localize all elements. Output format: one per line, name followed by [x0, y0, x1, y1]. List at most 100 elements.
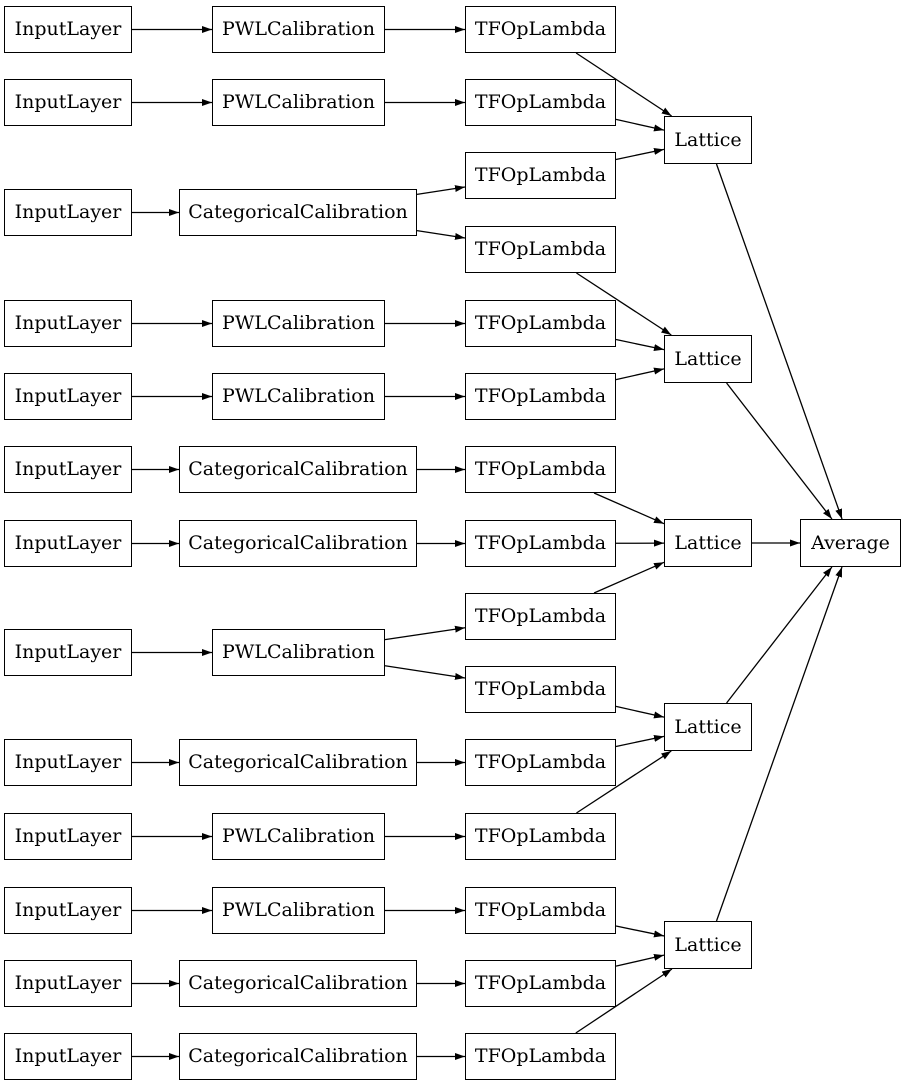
node-tfop-lambda: TFOpLambda	[465, 78, 616, 126]
node-label: PWLCalibration	[222, 640, 375, 663]
edge-tf14-to-lat5	[615, 953, 665, 967]
edge-tf10-to-lat4	[615, 705, 665, 719]
node-label: InputLayer	[14, 311, 122, 334]
node-pwl-calibration: PWLCalibration	[212, 628, 385, 676]
node-categorical-calibration: CategoricalCalibration	[179, 445, 417, 493]
node-label: CategoricalCalibration	[188, 1044, 408, 1067]
node-average: Average	[800, 519, 901, 567]
node-label: InputLayer	[14, 200, 122, 223]
node-pwl-calibration: PWLCalibration	[212, 299, 385, 347]
node-tfop-lambda: TFOpLambda	[465, 519, 616, 567]
node-label: TFOpLambda	[474, 1044, 607, 1067]
node-categorical-calibration: CategoricalCalibration	[179, 519, 417, 567]
node-label: TFOpLambda	[474, 604, 607, 627]
node-lattice: Lattice	[664, 519, 752, 567]
edge-tf12-to-lat4	[576, 750, 672, 814]
node-input-layer: InputLayer	[4, 738, 132, 786]
edge-cal3-to-tf4	[416, 230, 466, 240]
node-label: Lattice	[674, 715, 742, 738]
node-input-layer: InputLayer	[4, 519, 132, 567]
node-label: InputLayer	[14, 898, 122, 921]
node-pwl-calibration: PWLCalibration	[212, 886, 385, 934]
node-label: CategoricalCalibration	[188, 531, 408, 554]
node-label: InputLayer	[14, 384, 122, 407]
node-label: CategoricalCalibration	[188, 457, 408, 480]
edge-tf5-to-lat2	[615, 338, 665, 352]
edge-tf2-to-lat1	[615, 118, 665, 132]
edge-tf9-to-lat3	[593, 561, 665, 594]
node-label: CategoricalCalibration	[188, 971, 408, 994]
node-input-layer: InputLayer	[4, 299, 132, 347]
node-categorical-calibration: CategoricalCalibration	[179, 738, 417, 786]
edge-lat5-to-avg	[715, 566, 843, 922]
edge-lat4-to-avg	[726, 566, 833, 704]
edge-tf15-to-lat5	[575, 968, 673, 1034]
node-label: TFOpLambda	[474, 971, 607, 994]
edge-cal8-to-tf9	[384, 625, 466, 641]
node-label: InputLayer	[14, 90, 122, 113]
node-label: Lattice	[674, 128, 742, 151]
edge-cal3-to-tf3	[416, 185, 466, 195]
node-lattice: Lattice	[664, 116, 752, 164]
node-label: Average	[811, 531, 890, 554]
node-tfop-lambda: TFOpLambda	[465, 812, 616, 860]
node-label: InputLayer	[14, 1044, 122, 1067]
node-input-layer: InputLayer	[4, 628, 132, 676]
node-tfop-lambda: TFOpLambda	[465, 1032, 616, 1080]
node-label: Lattice	[674, 933, 742, 956]
node-input-layer: InputLayer	[4, 372, 132, 420]
node-label: TFOpLambda	[474, 824, 607, 847]
node-label: InputLayer	[14, 640, 122, 663]
node-tfop-lambda: TFOpLambda	[465, 738, 616, 786]
node-label: InputLayer	[14, 971, 122, 994]
node-label: InputLayer	[14, 17, 122, 40]
node-tfop-lambda: TFOpLambda	[465, 151, 616, 199]
node-label: TFOpLambda	[474, 898, 607, 921]
edge-lat1-to-avg	[715, 163, 843, 520]
node-tfop-lambda: TFOpLambda	[465, 225, 616, 273]
node-label: PWLCalibration	[222, 90, 375, 113]
node-label: CategoricalCalibration	[188, 750, 408, 773]
node-categorical-calibration: CategoricalCalibration	[179, 959, 417, 1007]
node-tfop-lambda: TFOpLambda	[465, 592, 616, 640]
node-label: Lattice	[674, 531, 742, 554]
node-tfop-lambda: TFOpLambda	[465, 372, 616, 420]
node-label: PWLCalibration	[222, 898, 375, 921]
node-tfop-lambda: TFOpLambda	[465, 886, 616, 934]
node-label: InputLayer	[14, 531, 122, 554]
node-lattice: Lattice	[664, 921, 752, 969]
node-lattice: Lattice	[664, 335, 752, 383]
node-input-layer: InputLayer	[4, 445, 132, 493]
node-categorical-calibration: CategoricalCalibration	[179, 188, 417, 236]
edge-tf7-to-lat3	[593, 492, 665, 525]
node-pwl-calibration: PWLCalibration	[212, 372, 385, 420]
node-label: PWLCalibration	[222, 311, 375, 334]
node-label: TFOpLambda	[474, 163, 607, 186]
node-categorical-calibration: CategoricalCalibration	[179, 1032, 417, 1080]
node-pwl-calibration: PWLCalibration	[212, 812, 385, 860]
edge-tf6-to-lat2	[615, 367, 665, 381]
node-label: TFOpLambda	[474, 457, 607, 480]
node-pwl-calibration: PWLCalibration	[212, 5, 385, 53]
node-input-layer: InputLayer	[4, 1032, 132, 1080]
node-label: PWLCalibration	[222, 384, 375, 407]
node-label: TFOpLambda	[474, 90, 607, 113]
node-label: TFOpLambda	[474, 384, 607, 407]
node-input-layer: InputLayer	[4, 886, 132, 934]
node-tfop-lambda: TFOpLambda	[465, 445, 616, 493]
node-tfop-lambda: TFOpLambda	[465, 5, 616, 53]
node-tfop-lambda: TFOpLambda	[465, 665, 616, 713]
node-pwl-calibration: PWLCalibration	[212, 78, 385, 126]
edges-group	[132, 26, 843, 1060]
node-label: CategoricalCalibration	[188, 200, 408, 223]
node-label: TFOpLambda	[474, 17, 607, 40]
node-lattice: Lattice	[664, 703, 752, 751]
node-tfop-lambda: TFOpLambda	[465, 959, 616, 1007]
node-label: TFOpLambda	[474, 531, 607, 554]
node-input-layer: InputLayer	[4, 188, 132, 236]
node-input-layer: InputLayer	[4, 959, 132, 1007]
node-label: PWLCalibration	[222, 824, 375, 847]
node-label: InputLayer	[14, 750, 122, 773]
